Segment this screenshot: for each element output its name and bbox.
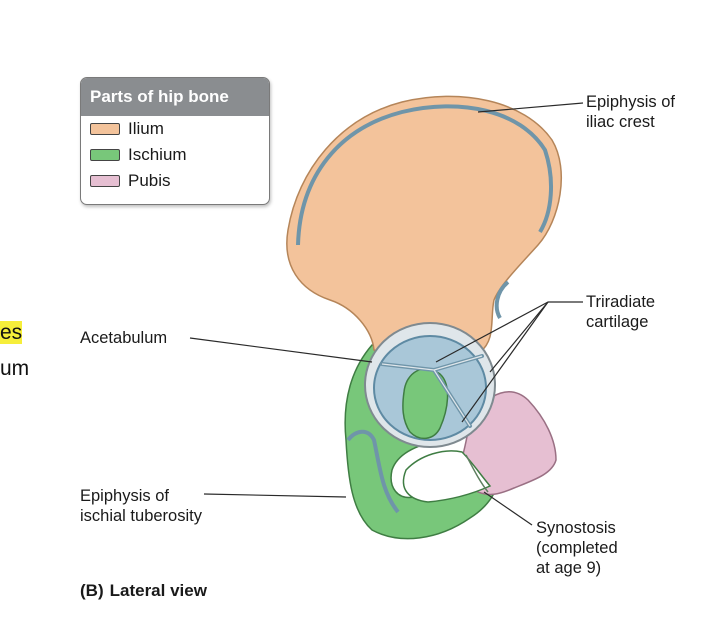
legend-item-label: Ilium (128, 119, 164, 138)
legend-item-label: Pubis (128, 171, 171, 190)
ilium-swatch (90, 123, 120, 135)
label-acetabulum: Acetabulum (80, 329, 168, 347)
ischial-tuberosity-epiphysis (346, 429, 400, 514)
leader-lines (189, 102, 584, 526)
legend-item-ilium: Ilium (81, 116, 269, 142)
legend-box: Parts of hip bone Ilium Ischium Pubis (80, 77, 270, 205)
pubis-swatch (90, 175, 120, 187)
legend-item-ischium: Ischium (81, 142, 269, 168)
cropped-text-fragment: um (0, 357, 30, 380)
figure-caption: (B) Lateral view (80, 581, 207, 601)
label-line: cartilage (586, 313, 649, 331)
label-synostosis: Synostosis (completed at age 9) (536, 518, 618, 578)
highlighted-fragment: es (0, 321, 23, 344)
caption-text: Lateral view (109, 581, 207, 600)
label-line: Triradiate (586, 293, 656, 311)
label-triradiate-cartilage: Triradiate cartilage (586, 292, 655, 332)
cropped-text-fragment: es (0, 320, 23, 346)
label-epiphysis-iliac-crest: Epiphysis of iliac crest (586, 92, 675, 132)
obturator-foramen (402, 450, 492, 503)
legend-title: Parts of hip bone (81, 78, 269, 116)
label-line: ischial tuberosity (80, 507, 202, 525)
iliac-crest-epiphysis (296, 104, 554, 246)
caption-tag: (B) (80, 581, 104, 600)
aiis-epiphysis (494, 280, 510, 320)
legend-item-label: Ischium (128, 145, 187, 164)
label-line: Synostosis (536, 519, 616, 537)
label-line: Epiphysis of (586, 93, 675, 111)
label-epiphysis-ischial-tuberosity: Epiphysis of ischial tuberosity (80, 486, 202, 526)
synostosis-line (465, 454, 489, 493)
label-line: Epiphysis of (80, 487, 169, 505)
legend-item-pubis: Pubis (81, 168, 269, 194)
ilium-region (286, 95, 563, 360)
label-line: at age 9) (536, 559, 602, 577)
ischium-swatch (90, 149, 120, 161)
label-line: (completed (536, 539, 618, 557)
label-line: iliac crest (586, 113, 655, 131)
